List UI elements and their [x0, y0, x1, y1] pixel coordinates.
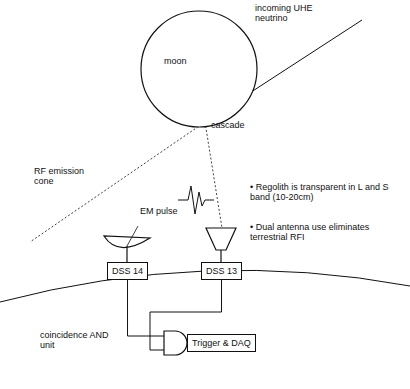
node-label: moon: [164, 56, 187, 66]
annotation-text: EM pulse: [140, 206, 185, 216]
rf-cone-edge: [30, 122, 205, 242]
equipment-box: DSS 13: [201, 262, 242, 280]
dish-mount: [126, 246, 127, 262]
dish-feed: [127, 226, 138, 246]
horn-mount: [220, 250, 221, 262]
moon-circle: moon: [140, 10, 258, 128]
signal-path: [205, 122, 222, 228]
node-label: DSS 13: [206, 266, 237, 276]
and-gate-symbol: [164, 331, 187, 355]
em-pulse-symbol: [178, 186, 214, 214]
node-label: Trigger & DAQ: [192, 338, 251, 348]
circle-outline: [140, 10, 258, 128]
annotation-text: cascade: [211, 120, 261, 130]
equipment-box: DSS 14: [107, 262, 148, 280]
equipment-box: Trigger & DAQ: [187, 334, 256, 352]
annotation-text: • Regolith is transparent in L and S ban…: [250, 182, 390, 203]
annotation-text: coincidence AND unit: [40, 330, 118, 351]
node-label: DSS 14: [112, 266, 143, 276]
annotation-text: RF emission cone: [34, 166, 94, 187]
annotation-text: • Dual antenna use eliminates terrestria…: [250, 222, 390, 243]
horn-antenna: [206, 228, 236, 250]
annotation-text: incoming UHE neutrino: [255, 3, 317, 24]
